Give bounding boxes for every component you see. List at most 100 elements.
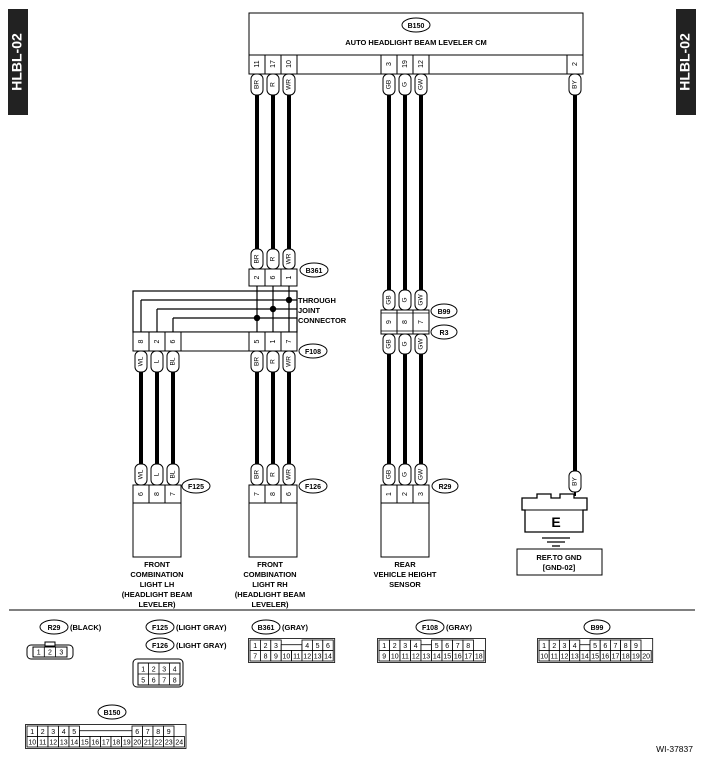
connector-f126: 7 8 6 F126 xyxy=(248,478,328,558)
svg-text:F125: F125 xyxy=(152,625,168,632)
legend-pin-label: 10 xyxy=(540,653,548,660)
svg-text:BR: BR xyxy=(254,80,261,89)
joint-label-1: THROUGH xyxy=(298,296,336,305)
svg-text:8: 8 xyxy=(270,492,277,496)
legend-pin-label: 17 xyxy=(102,739,110,746)
svg-text:F108: F108 xyxy=(422,625,438,632)
side-tab-left-label: HLBL-02 xyxy=(9,33,25,91)
svg-text:LEVELER): LEVELER) xyxy=(251,600,289,609)
legend-pin-label: 7 xyxy=(614,643,618,650)
svg-text:1: 1 xyxy=(141,667,145,674)
legend-pin-label: 16 xyxy=(91,739,99,746)
svg-text:6: 6 xyxy=(270,275,277,279)
svg-text:4: 4 xyxy=(173,667,177,674)
svg-text:GB: GB xyxy=(386,80,393,89)
legend-pin-label: 24 xyxy=(175,739,183,746)
svg-text:REAR: REAR xyxy=(394,560,416,569)
svg-text:G: G xyxy=(402,472,409,477)
svg-text:WR: WR xyxy=(286,356,293,367)
connector-r29: 1 2 3 R29 xyxy=(380,478,459,558)
legend-pin-label: 4 xyxy=(305,643,309,650)
svg-text:BR: BR xyxy=(254,470,261,479)
svg-text:BY: BY xyxy=(572,80,579,89)
svg-text:R: R xyxy=(270,359,277,364)
wire-label-r3-g: G xyxy=(398,333,412,355)
svg-text:1: 1 xyxy=(286,275,293,279)
component-sensor-body xyxy=(380,502,430,558)
svg-text:2: 2 xyxy=(402,492,409,496)
connector-b99-tag: B99 xyxy=(438,309,451,316)
svg-text:GW: GW xyxy=(418,294,425,306)
module-b150-tag: B150 xyxy=(408,23,425,30)
legend-pin-label: 14 xyxy=(581,653,589,660)
legend-pin-label: 1 xyxy=(382,643,386,650)
legend-pin-label: 4 xyxy=(573,643,577,650)
svg-text:R29: R29 xyxy=(48,625,61,632)
svg-text:L: L xyxy=(154,472,161,476)
connector-b99-r3: 9 8 7 B99 R3 xyxy=(380,303,458,340)
svg-text:COMBINATION: COMBINATION xyxy=(243,570,296,579)
svg-text:LIGHT LH: LIGHT LH xyxy=(140,580,175,589)
legend-pin-label: 17 xyxy=(612,653,620,660)
legend-pin-label: 18 xyxy=(475,653,483,660)
svg-text:(GRAY): (GRAY) xyxy=(282,623,308,632)
legend-pin-label: 9 xyxy=(382,653,386,660)
wire-label-f108-wr: WR xyxy=(282,350,296,373)
svg-text:6: 6 xyxy=(286,492,293,496)
wire-label-f126-r: R xyxy=(266,463,280,486)
legend-pin-label: 11 xyxy=(551,653,558,660)
ground-letter: E xyxy=(551,514,560,530)
side-tab-right-label: HLBL-02 xyxy=(677,33,693,91)
legend-pin-label: 5 xyxy=(72,729,76,736)
legend-pin-label: 11 xyxy=(402,653,409,660)
legend-pin-label: 15 xyxy=(591,653,599,660)
legend-pin-label: 14 xyxy=(324,653,332,660)
legend-pin-label: 3 xyxy=(51,729,55,736)
legend-pin-label: 2 xyxy=(41,729,45,736)
legend-f125-f126: F125 (LIGHT GRAY) F126 (LIGHT GRAY) 1 2 … xyxy=(132,619,227,688)
wire-runs xyxy=(139,95,577,471)
wire-label-b99-gb: GB xyxy=(382,289,396,311)
module-b150-tag-outline xyxy=(401,17,431,33)
connector-b361: 2 6 1 B361 xyxy=(248,262,329,287)
legend-pin-label: 18 xyxy=(622,653,630,660)
svg-text:BR: BR xyxy=(254,254,261,263)
svg-text:2: 2 xyxy=(152,667,156,674)
legend-pin-cell xyxy=(640,650,652,662)
wire-label-f108-l: L xyxy=(150,350,164,373)
module-pin-4: 3 xyxy=(386,62,393,66)
legend-pin-label: 8 xyxy=(624,643,628,650)
legend-pin-label: 12 xyxy=(561,653,569,660)
wire-label-f108-r: R xyxy=(266,350,280,373)
ground-symbol: E REF.TO GND [GND-02] xyxy=(516,492,603,576)
wire-label-top-g: G xyxy=(398,73,412,96)
svg-text:(GRAY): (GRAY) xyxy=(446,623,472,632)
legend-pin-label: 12 xyxy=(412,653,420,660)
module-pin-3: 10 xyxy=(286,60,293,68)
legend-pin-label: 8 xyxy=(156,729,160,736)
legend-pin-label: 1 xyxy=(253,643,257,650)
svg-text:WR: WR xyxy=(286,79,293,90)
joint-label-3: CONNECTOR xyxy=(298,316,347,325)
legend-pin-label: 13 xyxy=(571,653,579,660)
legend-pin-label: 6 xyxy=(326,643,330,650)
legend-pin-label: 2 xyxy=(264,643,268,650)
legend-pin-label: 5 xyxy=(435,643,439,650)
svg-text:3: 3 xyxy=(59,650,63,657)
legend-pin-label: 7 xyxy=(146,729,150,736)
svg-text:GB: GB xyxy=(386,470,393,479)
svg-text:G: G xyxy=(402,297,409,302)
module-pin-5: 19 xyxy=(402,60,409,68)
legend-pin-label: 8 xyxy=(264,653,268,660)
component-lh-body xyxy=(132,502,182,558)
svg-text:BL: BL xyxy=(170,470,177,478)
svg-text:WL: WL xyxy=(138,469,145,479)
svg-text:7: 7 xyxy=(254,492,261,496)
connector-r29-tag: R29 xyxy=(439,484,452,491)
legend-pin-label: 7 xyxy=(456,643,460,650)
legend-pin-label: 6 xyxy=(135,729,139,736)
component-rh-body xyxy=(248,502,298,558)
wire-label-f108-bl: BL xyxy=(166,350,180,373)
